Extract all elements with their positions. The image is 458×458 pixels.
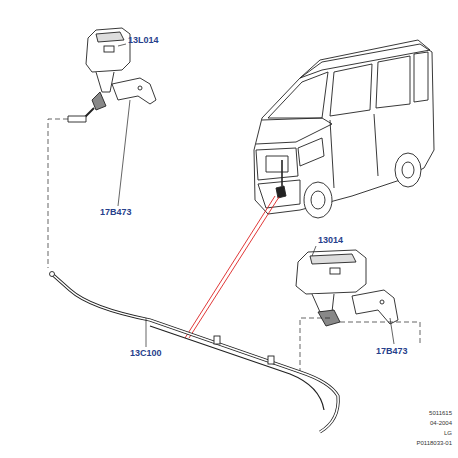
assembly-line xyxy=(48,119,420,372)
washer-jet-left xyxy=(68,28,130,122)
hose xyxy=(50,272,339,433)
bracket-right xyxy=(352,290,398,324)
bracket-left xyxy=(112,78,156,104)
callout-number: 13C100 xyxy=(130,349,162,358)
model-code: LG xyxy=(444,430,452,436)
drawing-number: 5011615 xyxy=(429,410,452,416)
drawing-date: 04-2004 xyxy=(430,420,452,426)
illustration-code: P0118033-01 xyxy=(416,440,452,446)
callout-number: 17B473 xyxy=(100,208,132,217)
vehicle xyxy=(254,40,434,218)
callout-number: 13L014 xyxy=(128,36,159,45)
washer-jet-right xyxy=(296,250,366,326)
callout-number: 13014 xyxy=(318,236,343,245)
pointer-line xyxy=(185,196,279,338)
callout-number: 17B473 xyxy=(376,347,408,356)
leader-line xyxy=(118,44,394,347)
